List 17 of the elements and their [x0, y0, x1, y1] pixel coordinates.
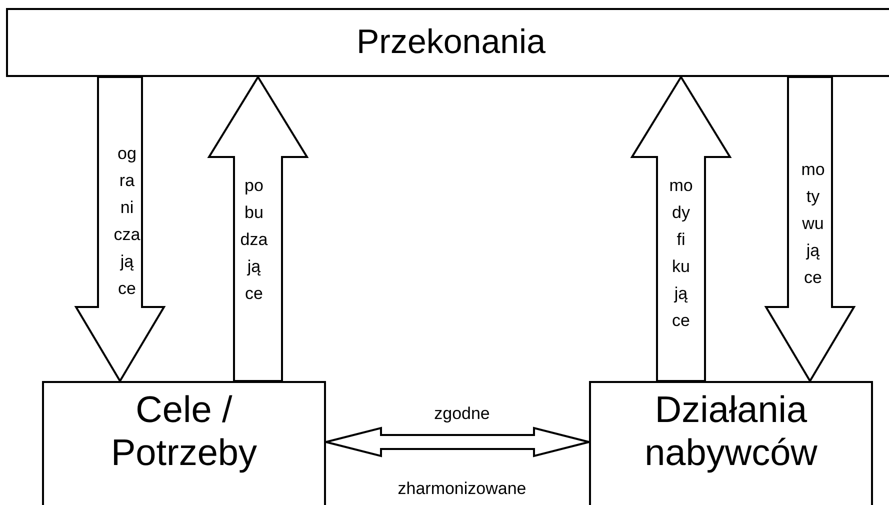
block-arrow — [325, 426, 590, 458]
process-box — [6, 8, 889, 77]
block-arrow — [630, 75, 732, 382]
block-arrow — [764, 76, 856, 383]
edge-label: mo dy fi ku ją ce — [669, 175, 693, 332]
process-box — [42, 381, 326, 505]
process-box — [589, 381, 873, 505]
box-label: Cele / Potrzeby — [110, 389, 258, 474]
box-label: Przekonania — [355, 22, 546, 62]
edge-label: mo ty wu ją ce — [801, 159, 825, 289]
edge-label: og ra ni cza ją ce — [114, 143, 140, 300]
block-arrow — [207, 75, 309, 382]
edge-label: zgodne — [434, 403, 490, 425]
block-arrow — [74, 76, 166, 383]
caption-text: zharmonizowane — [398, 478, 526, 500]
box-label: Działania nabywców — [644, 389, 818, 474]
edge-label: po bu dza ją ce — [240, 175, 268, 305]
